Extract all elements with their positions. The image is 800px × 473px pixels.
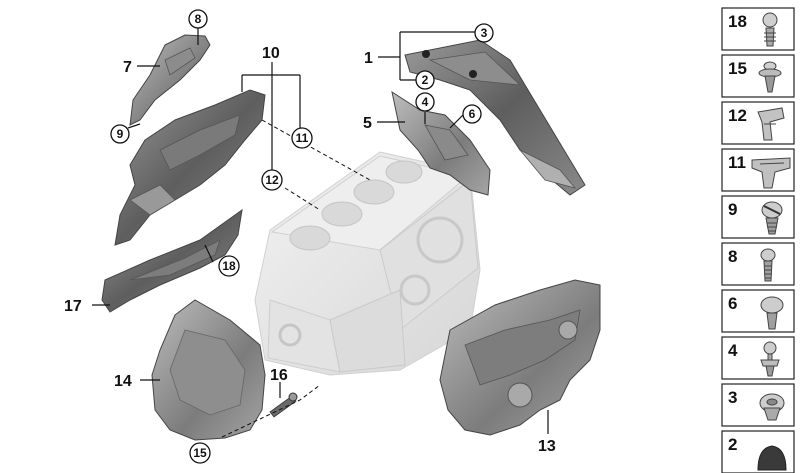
- callout-18: 18: [218, 255, 240, 277]
- bolt-16[interactable]: [269, 392, 298, 418]
- svg-text:9: 9: [728, 200, 737, 219]
- callout-15: 15: [189, 442, 211, 464]
- legend-item-12[interactable]: 12: [721, 101, 795, 145]
- torx-bolt-icon: [760, 248, 776, 282]
- callout-10: 10: [262, 45, 280, 62]
- svg-text:8: 8: [728, 247, 737, 266]
- slotted-screw-icon: [761, 201, 783, 235]
- callout-6: 6: [462, 104, 482, 124]
- leader-lines: [92, 27, 549, 434]
- svg-text:9: 9: [117, 127, 124, 141]
- spring-clip-icon: [757, 107, 785, 141]
- svg-text:15: 15: [728, 59, 747, 78]
- dashed-axis-lines: [221, 119, 371, 438]
- callout-16: 16: [270, 367, 288, 384]
- heat-shield-bracket[interactable]: [129, 34, 211, 126]
- ball-stud-icon: [760, 341, 780, 377]
- svg-text:15: 15: [193, 446, 207, 460]
- svg-text:3: 3: [481, 26, 488, 40]
- svg-text:6: 6: [469, 107, 476, 121]
- callout-8: 8: [188, 9, 208, 29]
- svg-text:4: 4: [422, 95, 429, 109]
- svg-text:11: 11: [728, 153, 746, 172]
- collar-screw-icon: [760, 296, 784, 330]
- svg-text:3: 3: [728, 388, 737, 407]
- callout-17: 17: [64, 298, 82, 315]
- callout-12: 12: [261, 169, 283, 191]
- svg-text:12: 12: [728, 106, 747, 125]
- callout-1: 1: [364, 50, 373, 67]
- engine-block: [254, 151, 481, 376]
- svg-text:11: 11: [296, 131, 309, 145]
- legend-item-8[interactable]: 8: [721, 242, 795, 286]
- legend-item-9[interactable]: 9: [721, 195, 795, 239]
- callout-3: 3: [474, 23, 494, 43]
- svg-text:4: 4: [728, 341, 738, 360]
- callout-7: 7: [123, 59, 132, 76]
- legend-item-3[interactable]: 3: [721, 383, 795, 427]
- callout-11: 11: [291, 127, 313, 149]
- callout-14: 14: [114, 373, 132, 390]
- heat-shield-exhaust-manifold[interactable]: [404, 39, 586, 196]
- legend-item-11[interactable]: 11: [721, 148, 795, 192]
- svg-text:6: 6: [728, 294, 737, 313]
- legend-item-4[interactable]: 4: [721, 336, 795, 380]
- expanding-rivet-icon: [758, 61, 782, 93]
- heat-shield-intake-manifold[interactable]: [114, 89, 266, 246]
- svg-text:18: 18: [222, 259, 236, 273]
- callout-9: 9: [110, 124, 130, 144]
- plain-callouts: 1 5 7 10 13 14 16 17: [64, 45, 556, 455]
- callout-4: 4: [415, 92, 435, 112]
- svg-text:2: 2: [728, 435, 737, 454]
- callout-13: 13: [538, 438, 556, 455]
- svg-text:18: 18: [728, 12, 747, 31]
- heat-shield-turbocharger[interactable]: [391, 90, 491, 196]
- svg-text:12: 12: [265, 173, 279, 187]
- rivet-clip-icon: [762, 12, 778, 47]
- legend-item-6[interactable]: 6: [721, 289, 795, 333]
- grommet-icon: [757, 445, 787, 471]
- callout-2: 2: [415, 70, 435, 90]
- heat-shield-timing-cover[interactable]: [439, 279, 601, 436]
- svg-text:2: 2: [422, 73, 429, 87]
- svg-text:8: 8: [195, 12, 202, 26]
- heat-shield-lower-left[interactable]: [101, 208, 243, 313]
- legend-item-18[interactable]: 18: [721, 7, 795, 51]
- fastener-legend: 18 15 12: [721, 7, 795, 473]
- legend-item-15[interactable]: 15: [721, 54, 795, 98]
- callout-5: 5: [363, 115, 372, 132]
- retaining-clip-icon: [751, 157, 791, 189]
- legend-item-2[interactable]: 2: [721, 430, 795, 473]
- circled-callouts: 2 3 4 6 8 9 11 12: [110, 9, 494, 464]
- heat-shield-oil-sump[interactable]: [151, 299, 266, 441]
- push-nut-icon: [759, 393, 785, 421]
